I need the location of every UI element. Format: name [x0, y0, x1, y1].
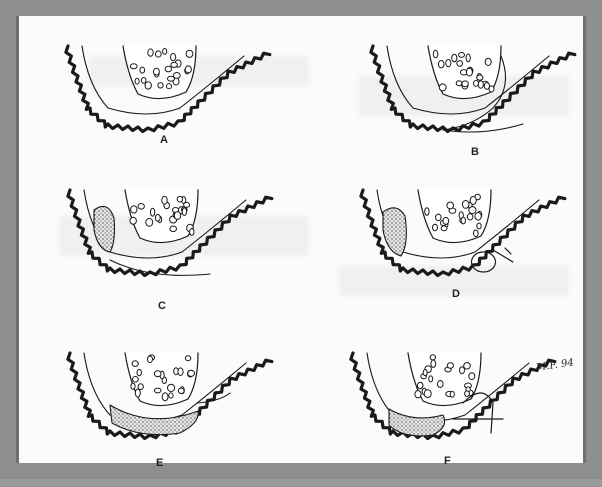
graft-material: [383, 208, 406, 256]
panel-label-f: F: [444, 455, 451, 467]
panel-label-c: C: [158, 300, 166, 312]
surgical-step-panel: [68, 190, 272, 276]
graft-material: [94, 206, 115, 252]
panel-label-a: A: [160, 134, 168, 146]
panel-label-d: D: [452, 288, 460, 300]
graft-material: [110, 405, 198, 435]
alveolar-bone: [125, 190, 198, 243]
panel-label-b: B: [471, 146, 479, 158]
panel-label-e: E: [156, 457, 163, 469]
surgical-step-panel: [66, 46, 270, 132]
surgical-steps-diagram: [8, 8, 602, 487]
surgical-step-panel: [371, 46, 575, 132]
surgical-step-panel: [361, 190, 565, 276]
surgical-step-panel: [68, 353, 272, 439]
graft-material: [389, 409, 445, 436]
surgical-step-panel: [351, 353, 555, 439]
